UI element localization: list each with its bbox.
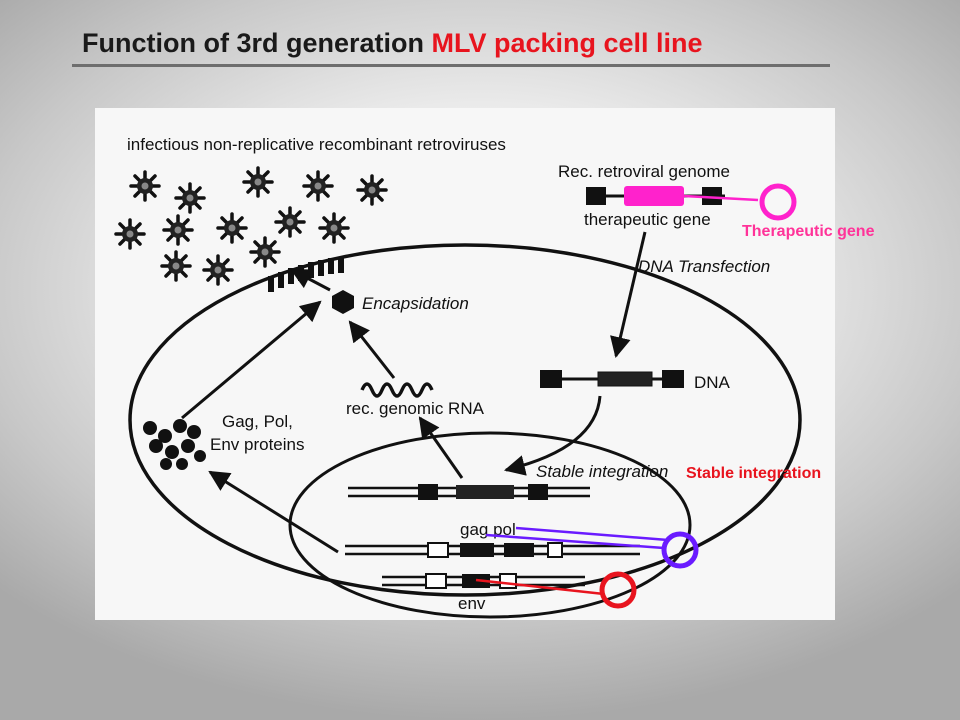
gag-pol-circle-marker bbox=[661, 531, 699, 569]
dna-label: DNA bbox=[694, 373, 731, 392]
title-prefix: Function of 3rd generation bbox=[82, 28, 432, 58]
therapeutic-gene-label: therapeutic gene bbox=[584, 210, 711, 229]
stable-integration-annotation: Stable integration bbox=[686, 465, 821, 482]
therapeutic-circle-marker bbox=[759, 183, 797, 221]
arrow-proteins-to-encapsidation bbox=[181, 300, 322, 420]
title-highlight: MLV packing cell line bbox=[431, 28, 703, 58]
therapeutic-annotation: Therapeutic gene bbox=[742, 223, 875, 240]
dna-construct bbox=[540, 370, 684, 388]
proteins-label-line1: Gag, Pol, bbox=[222, 412, 293, 431]
arrow-dna-to-integration bbox=[503, 395, 602, 476]
therapeutic-gene-marker bbox=[624, 186, 684, 206]
gag-pol-pointer bbox=[485, 526, 699, 569]
slide-title: Function of 3rd generation MLV packing c… bbox=[82, 28, 703, 59]
rec-genome-label: Rec. retroviral genome bbox=[558, 162, 730, 181]
arrow-provirus-to-rna bbox=[418, 416, 464, 479]
env-circle-marker bbox=[599, 571, 637, 609]
env-label: env bbox=[458, 594, 486, 613]
dna-transfection-label: DNA Transfection bbox=[638, 257, 770, 276]
gag-pol-label: gag pol bbox=[460, 520, 516, 539]
arrow-chromosomes-to-proteins bbox=[208, 470, 339, 554]
genomic-rna-squiggle bbox=[360, 382, 434, 398]
protein-cluster bbox=[143, 419, 206, 470]
title-underline bbox=[72, 64, 830, 67]
env-pointer bbox=[475, 571, 637, 609]
infectious-label: infectious non-replicative recombinant r… bbox=[127, 135, 506, 154]
stable-integration-label: Stable integration bbox=[536, 462, 668, 481]
cell-membrane bbox=[128, 243, 802, 597]
integrated-provirus bbox=[348, 484, 590, 500]
nucleus-membrane bbox=[288, 431, 692, 619]
arrow-transfection bbox=[610, 231, 647, 359]
arrow-encapsidation-to-budding bbox=[290, 268, 331, 292]
rec-genomic-rna-label: rec. genomic RNA bbox=[346, 399, 485, 418]
gag-pol-chromosome bbox=[345, 542, 640, 558]
therapeutic-pointer-line bbox=[683, 194, 759, 202]
proteins-label-line2: Env proteins bbox=[210, 435, 305, 454]
encapsidation-label: Encapsidation bbox=[362, 294, 469, 313]
encapsidation-particle bbox=[332, 290, 354, 314]
arrow-rna-to-encapsidation bbox=[348, 320, 396, 379]
